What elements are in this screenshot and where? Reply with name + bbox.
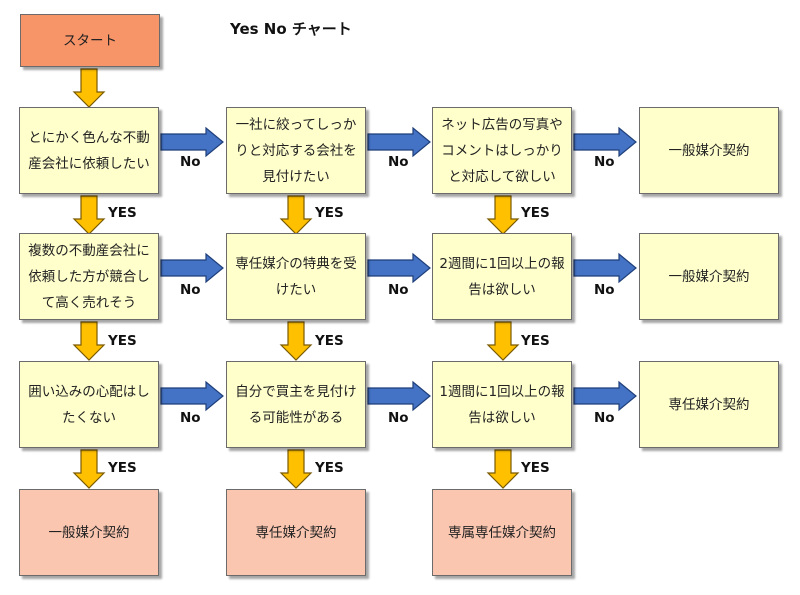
question-r2c3-text: 2週間に1回以上の報告は欲しい [439, 255, 565, 298]
yes-label-r3c2: YES [315, 460, 344, 476]
start-node-label: スタート [63, 32, 117, 49]
question-r1c2-text: 一社に絞ってしっかりと対応する会社を見付けたい [235, 116, 357, 185]
result-b3-text: 専属専任媒介契約 [448, 524, 556, 541]
result-r2: 一般媒介契約 [639, 233, 779, 320]
yes-arrow-r1c1 [72, 195, 106, 235]
no-arrow-r2c1 [160, 252, 224, 284]
question-r1c3-text: ネット広告の写真やコメントはしっかりと対応して欲しい [441, 116, 563, 185]
result-b2: 専任媒介契約 [226, 489, 366, 576]
yes-label-r2c3: YES [521, 333, 550, 349]
question-r2c2-text: 専任媒介の特典を受けたい [235, 255, 357, 298]
yes-label-r2c2: YES [315, 333, 344, 349]
no-label-r2c1: No [180, 282, 201, 298]
no-label-r1c1: No [180, 154, 201, 170]
no-arrow-r2c2 [367, 252, 431, 284]
no-label-r3c3: No [594, 410, 615, 426]
no-arrow-r1c2 [367, 126, 431, 158]
result-b1: 一般媒介契約 [19, 489, 159, 576]
result-b1-text: 一般媒介契約 [48, 524, 130, 541]
yes-arrow-r1c3 [486, 195, 520, 235]
question-r1c3: ネット広告の写真やコメントはしっかりと対応して欲しい [432, 107, 572, 194]
no-arrow-r3c2 [367, 380, 431, 412]
no-label-r2c2: No [388, 282, 409, 298]
question-r1c1-text: とにかく色んな不動産会社に依頼したい [28, 129, 150, 172]
result-r1-text: 一般媒介契約 [668, 142, 750, 159]
yes-label-r1c2: YES [315, 205, 344, 221]
question-r2c2: 専任媒介の特典を受けたい [226, 233, 366, 320]
question-r2c3: 2週間に1回以上の報告は欲しい [432, 233, 572, 320]
yes-arrow-r3c1 [72, 449, 106, 489]
yes-label-r2c1: YES [108, 333, 137, 349]
no-label-r1c3: No [594, 154, 615, 170]
no-arrow-r3c3 [573, 380, 637, 412]
result-r1: 一般媒介契約 [639, 107, 779, 194]
question-r2c1: 複数の不動産会社に依頼した方が競合して高く売れそう [19, 233, 159, 320]
no-label-r2c3: No [594, 282, 615, 298]
no-arrow-r3c1 [160, 380, 224, 412]
no-label-r3c2: No [388, 410, 409, 426]
question-r1c2: 一社に絞ってしっかりと対応する会社を見付けたい [226, 107, 366, 194]
question-r3c3: 1週間に1回以上の報告は欲しい [432, 361, 572, 448]
yes-label-r3c1: YES [108, 460, 137, 476]
result-r3: 専任媒介契約 [639, 361, 779, 448]
yes-arrow-r2c3 [486, 321, 520, 361]
question-r3c3-text: 1週間に1回以上の報告は欲しい [439, 383, 565, 426]
yes-arrow-r1c2 [279, 195, 313, 235]
question-r2c1-text: 複数の不動産会社に依頼した方が競合して高く売れそう [28, 242, 150, 311]
no-arrow-r2c3 [573, 252, 637, 284]
yes-arrow-start [72, 68, 106, 108]
result-r3-text: 専任媒介契約 [668, 396, 750, 413]
question-r3c1-text: 囲い込みの心配はしたくない [28, 383, 150, 426]
chart-title: Yes No チャート [230, 20, 352, 38]
start-node: スタート [20, 14, 160, 67]
result-b3: 専属専任媒介契約 [432, 489, 572, 576]
no-arrow-r1c3 [573, 126, 637, 158]
yes-arrow-r3c2 [279, 449, 313, 489]
no-label-r1c2: No [388, 154, 409, 170]
question-r3c2-text: 自分で買主を見付ける可能性がある [235, 383, 357, 426]
question-r3c1: 囲い込みの心配はしたくない [19, 361, 159, 448]
question-r3c2: 自分で買主を見付ける可能性がある [226, 361, 366, 448]
no-arrow-r1c1 [160, 126, 224, 158]
result-b2-text: 専任媒介契約 [255, 524, 337, 541]
yes-arrow-r2c1 [72, 321, 106, 361]
yes-label-r3c3: YES [521, 460, 550, 476]
yes-label-r1c1: YES [108, 205, 137, 221]
yes-label-r1c3: YES [521, 205, 550, 221]
yes-arrow-r3c3 [486, 449, 520, 489]
result-r2-text: 一般媒介契約 [668, 268, 750, 285]
no-label-r3c1: No [180, 410, 201, 426]
question-r1c1: とにかく色んな不動産会社に依頼したい [19, 107, 159, 194]
yes-arrow-r2c2 [279, 321, 313, 361]
